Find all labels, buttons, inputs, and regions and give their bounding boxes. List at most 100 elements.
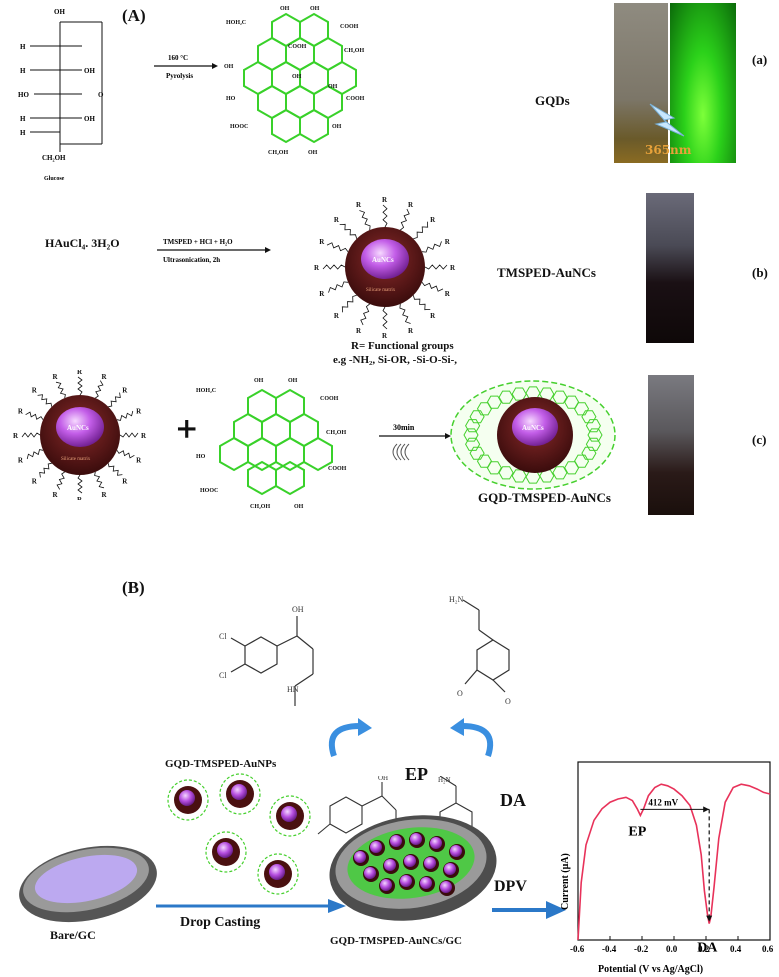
- r-group-chain: [421, 282, 444, 292]
- row-c-gqd-group-8: COOH: [328, 466, 347, 472]
- gqd-group-0: HOH₂C: [226, 20, 246, 26]
- electrode-nanoparticle: [403, 854, 419, 870]
- section-b-label: (B): [122, 578, 145, 597]
- gqd-hexagon: [469, 446, 485, 460]
- gqd-hexagon: [476, 454, 493, 468]
- r-group-chain: [328, 281, 349, 293]
- gqd-group-3: COOH: [288, 44, 307, 50]
- nanoparticle: [257, 853, 299, 895]
- dpv-label: DPV: [494, 878, 527, 895]
- ep-label: EP: [405, 764, 429, 784]
- gqd-hexagon: [463, 428, 479, 442]
- electrode-nanoparticle: [399, 874, 415, 890]
- r-group-chain: [77, 376, 83, 396]
- glucose-h-1: H: [20, 43, 26, 51]
- gqd-hexagon: [486, 395, 502, 409]
- drop-casting-arrow: [156, 899, 346, 913]
- gqd-group-10: HOOC: [230, 124, 248, 130]
- gqd-structure: HOH₂C OH OH COOH COOH CH₂OH OH OH COOH H…: [224, 6, 365, 156]
- glucose-oh-top: OH: [54, 8, 65, 16]
- electrode-nanoparticle: [429, 836, 445, 852]
- r-group-label: R: [319, 238, 325, 246]
- r-group-label: R: [334, 312, 340, 320]
- r-group-label: R: [382, 332, 388, 340]
- gqd-hexagon: [469, 410, 485, 424]
- ultrasound-waves-icon: [392, 443, 410, 461]
- row-a-letter: (a): [752, 52, 768, 67]
- r-group-chain: [412, 295, 431, 311]
- row-b-letter: (b): [752, 265, 768, 280]
- gqd-group-4: COOH: [340, 24, 359, 30]
- redox-arrows: [328, 718, 494, 757]
- x-tick-label: -0.4: [602, 944, 617, 954]
- gqd-vial-uv: [670, 3, 736, 163]
- da-o-2: O: [505, 697, 511, 706]
- row-c-gqd-group-0: HOH₂C: [196, 388, 216, 394]
- ep-hn: HN: [287, 685, 299, 694]
- r-group-label: R: [18, 457, 24, 465]
- ep-oxidized-structure: Cl Cl OH HN: [219, 605, 314, 706]
- r-group-chain: [326, 242, 349, 252]
- row-c-core: AuNCs: [67, 424, 89, 432]
- r-group-chain: [322, 264, 346, 270]
- bare-gc-label: Bare/GC: [50, 928, 96, 942]
- ep-oh: OH: [292, 605, 304, 614]
- electrode-nanoparticle: [383, 858, 399, 874]
- row-c-letter: (c): [752, 432, 767, 447]
- r-group-chain: [39, 462, 52, 478]
- r-group-label: R: [122, 387, 128, 395]
- section-a-label: (A): [122, 6, 146, 25]
- x-tick-label: -0.6: [570, 944, 585, 954]
- nanoparticle: [269, 795, 311, 837]
- gqd-hexagon: [585, 419, 601, 433]
- annotation-da: DA: [697, 941, 718, 956]
- gqd-hexagon: [465, 419, 481, 433]
- gqd-hexagon: [486, 461, 502, 475]
- r-group-label: R: [430, 312, 436, 320]
- x-tick-label: 0.2: [698, 944, 710, 954]
- gqd-vial-daylight: [614, 3, 668, 163]
- r-group-label: R: [102, 491, 108, 499]
- glucose-oh-1: OH: [84, 67, 95, 75]
- electrode-nanoparticle: [363, 866, 379, 882]
- r-group-chain: [119, 432, 139, 438]
- r-group-chain: [339, 223, 358, 239]
- r-group-chain: [424, 264, 448, 270]
- ultrasonication-arrow: TMSPED + HCl + H₂O Ultrasonication, 2h: [157, 238, 271, 264]
- r-group-label: R: [356, 201, 362, 209]
- row-c-gqd-group-4: COOH: [320, 396, 339, 402]
- r-note-1: R= Functional groups: [351, 340, 454, 352]
- modified-electrode-label: GQD-TMSPED-AuNCs/GC: [330, 935, 463, 947]
- row-b-core: AuNCs: [372, 256, 394, 264]
- gqd-group-11: OH: [332, 124, 342, 130]
- r-group-label: R: [141, 432, 147, 440]
- r-group-label: R: [13, 432, 19, 440]
- dpv-arrow: [492, 901, 566, 919]
- electrode-nanoparticle: [409, 832, 425, 848]
- chart-xlabel: Potential (V vs Ag/AgCl): [598, 964, 703, 975]
- electrode-nanoparticle: [439, 880, 455, 896]
- gqd-group-8: COOH: [346, 96, 365, 102]
- glucose-ring-o: O: [98, 91, 104, 99]
- nanoparticle: [167, 779, 209, 821]
- electrode-nanoparticle: [369, 840, 385, 856]
- x-tick-label: -0.2: [634, 944, 649, 954]
- r-group-chain: [116, 410, 134, 421]
- r-group-chain: [360, 303, 370, 326]
- r-group-label: R: [77, 496, 83, 500]
- nanoparticle: [205, 831, 247, 873]
- ep-cl-2: Cl: [219, 671, 227, 680]
- row-b-shell: Silicate matrix: [366, 288, 396, 293]
- r-group-chain: [25, 411, 44, 420]
- glucose-h-2: H: [20, 67, 26, 75]
- step1-method: Pyrolysis: [166, 72, 193, 80]
- electrode-nanoparticle: [423, 856, 439, 872]
- glucose-oh-2: OH: [84, 115, 95, 123]
- gqd-hexagon: [581, 446, 597, 460]
- electrode-nanoparticle: [389, 834, 405, 850]
- r-group-label: R: [319, 290, 325, 298]
- annotation-412mv: 412 mV: [648, 797, 678, 807]
- pyrolysis-arrow: 160 °C Pyrolysis: [154, 54, 218, 80]
- gqd-group-7: OH: [224, 64, 234, 70]
- r-group-chain: [95, 380, 104, 399]
